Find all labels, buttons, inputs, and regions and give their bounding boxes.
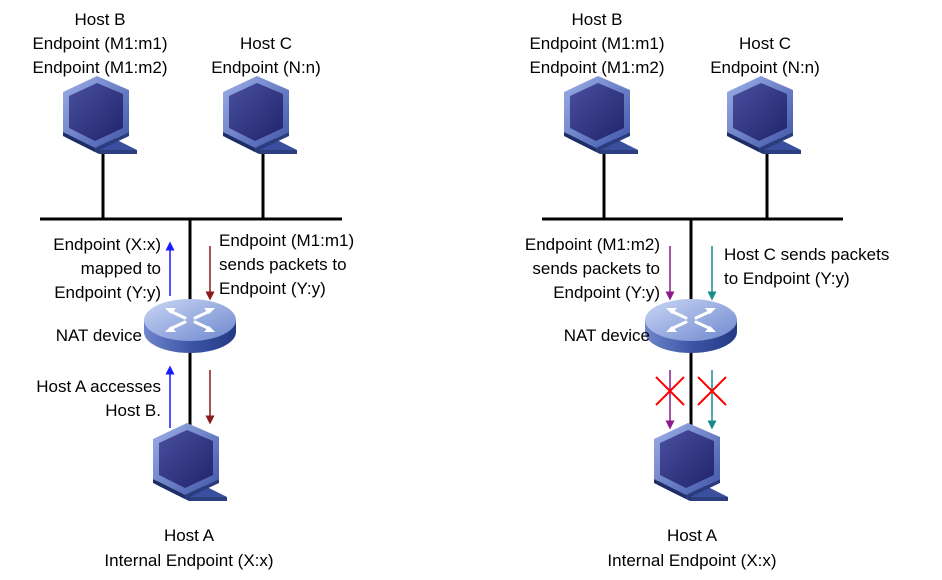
right-host-a-name: Host A <box>667 526 718 545</box>
left-mapping-line-1: Endpoint (X:x) <box>53 235 161 254</box>
left-host-a-name: Host A <box>164 526 215 545</box>
left-inbound-line-1: Endpoint (M1:m1) <box>219 231 354 250</box>
right-from-b-line-1: Endpoint (M1:m2) <box>525 235 660 254</box>
right-host-a-endpoint: Internal Endpoint (X:x) <box>607 551 776 570</box>
left-inbound-line-2: sends packets to <box>219 255 347 274</box>
left-host-c-name: Host C <box>240 34 292 53</box>
right-from-c-line-2: to Endpoint (Y:y) <box>724 269 850 288</box>
right-nat-label: NAT device <box>564 326 650 345</box>
right-from-b-line-3: Endpoint (Y:y) <box>553 283 660 302</box>
left-host-a-computer-icon <box>153 423 227 501</box>
left-host-b-name: Host B <box>74 10 125 29</box>
right-from-c-line-1: Host C sends packets <box>724 245 889 264</box>
left-host-b-endpoint-1: Endpoint (M1:m1) <box>32 34 167 53</box>
right-diagram: Host B Endpoint (M1:m1) Endpoint (M1:m2)… <box>525 10 889 570</box>
left-host-a-endpoint: Internal Endpoint (X:x) <box>104 551 273 570</box>
left-host-b-computer-icon <box>63 76 137 154</box>
right-host-b-computer-icon <box>564 76 638 154</box>
left-diagram: Host B Endpoint (M1:m1) Endpoint (M1:m2)… <box>32 10 354 570</box>
left-access-line-1: Host A accesses <box>36 377 161 396</box>
right-nat-router-icon <box>643 297 739 355</box>
left-host-c-computer-icon <box>223 76 297 154</box>
right-host-c-computer-icon <box>727 76 801 154</box>
left-access-line-2: Host B. <box>105 401 161 420</box>
left-host-c-endpoint: Endpoint (N:n) <box>211 58 321 77</box>
right-host-c-endpoint: Endpoint (N:n) <box>710 58 820 77</box>
right-host-b-name: Host B <box>571 10 622 29</box>
right-host-a-computer-icon <box>654 423 728 501</box>
left-nat-label: NAT device <box>56 326 142 345</box>
right-from-b-line-2: sends packets to <box>532 259 660 278</box>
right-blocked-cross-icon-1 <box>655 376 685 406</box>
left-nat-router-icon <box>142 297 238 355</box>
left-inbound-line-3: Endpoint (Y:y) <box>219 279 326 298</box>
left-host-b-endpoint-2: Endpoint (M1:m2) <box>32 58 167 77</box>
left-mapping-line-2: mapped to <box>81 259 161 278</box>
right-host-c-name: Host C <box>739 34 791 53</box>
right-host-b-endpoint-2: Endpoint (M1:m2) <box>529 58 664 77</box>
left-mapping-line-3: Endpoint (Y:y) <box>54 283 161 302</box>
right-host-b-endpoint-1: Endpoint (M1:m1) <box>529 34 664 53</box>
right-blocked-cross-icon-2 <box>697 376 727 406</box>
